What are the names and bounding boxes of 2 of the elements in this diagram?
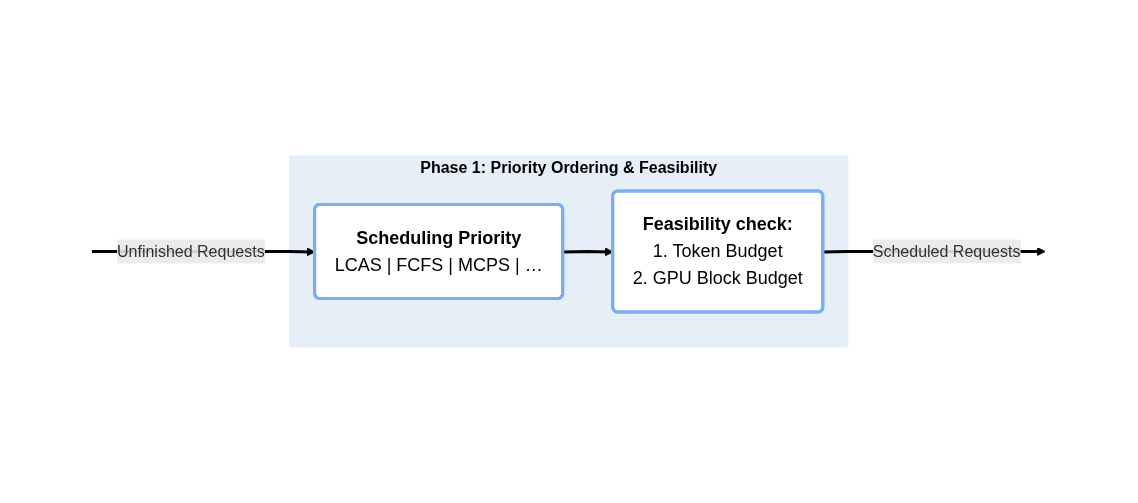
edge-label: Unfinished Requests: [117, 242, 265, 260]
edge-label: Scheduled Requests: [873, 242, 1021, 260]
